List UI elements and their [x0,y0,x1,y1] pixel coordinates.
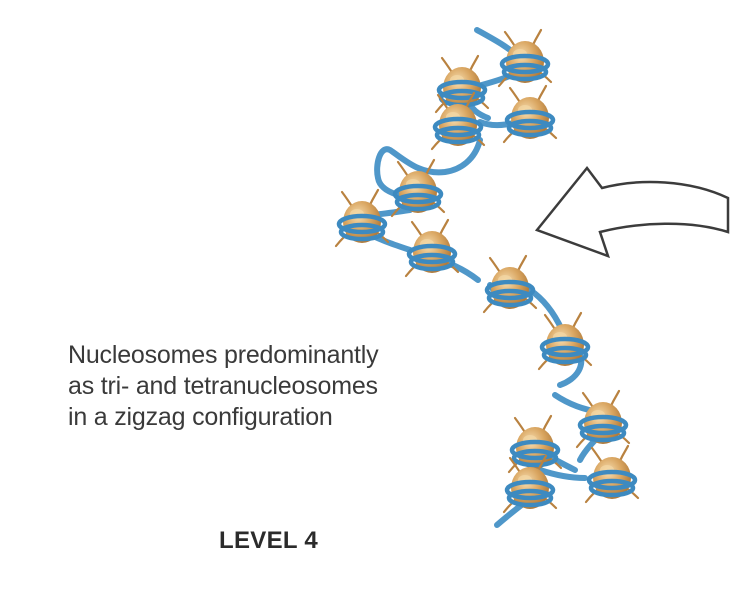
nucleosome-icon [584,444,640,504]
caption-line-2: as tri- and tetranucleosomes [68,372,378,400]
caption-line-1: Nucleosomes predominantly [68,341,379,369]
nucleosome-icon [502,84,558,144]
caption-line-3: in a zigzag configuration [68,403,333,431]
nucleosome-icon [575,389,631,449]
diagram-caption: Nucleosomes predominantly as tri- and te… [68,340,528,433]
nucleosome-icon [537,311,593,371]
nucleosome-icon [404,218,460,278]
level-label: LEVEL 4 [219,527,319,554]
nucleosome-group [334,28,640,514]
nucleosome-icon [430,91,486,151]
arrow-left-icon [534,165,730,259]
nucleosome-icon [482,254,538,314]
nucleosome-icon [334,188,390,248]
nucleosome-icon [497,28,553,88]
nucleosome-icon [502,454,558,514]
nucleosome-icon [390,158,446,218]
